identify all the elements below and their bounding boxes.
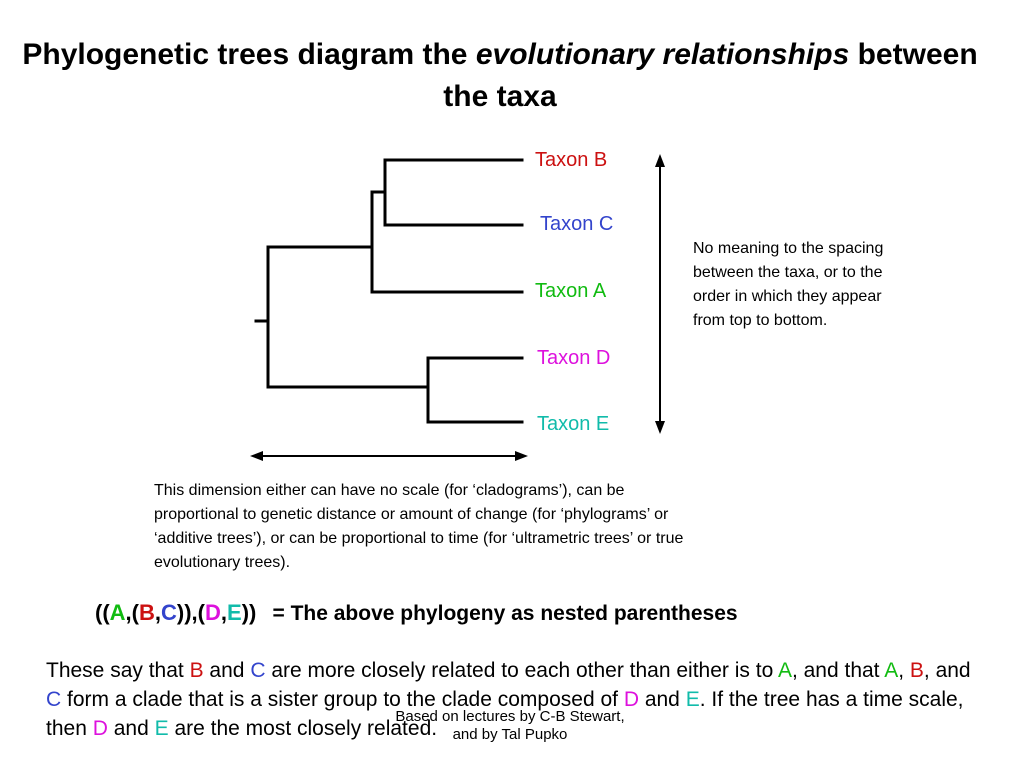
para-text: These say that [46, 659, 190, 682]
newick-a: A [109, 600, 126, 625]
newick-sep2: , [154, 600, 162, 625]
para-c: C [46, 688, 62, 711]
vertical-double-arrow [655, 154, 665, 434]
newick-sep4: , [220, 600, 228, 625]
credit-note: Based on lectures by C-B Stewart, and by… [340, 708, 680, 744]
newick-open: (( [95, 600, 110, 625]
para-text: , and that [791, 659, 885, 682]
para-text: and [203, 659, 251, 682]
para-e: E [154, 717, 169, 740]
para-d: D [623, 688, 639, 711]
newick-sep1: ,( [125, 600, 139, 625]
para-b: B [189, 659, 204, 682]
newick-c: C [161, 600, 177, 625]
taxon-c-label: Taxon C [540, 213, 614, 235]
title-part2: between the taxa [443, 38, 978, 113]
para-text: are more closely related to each other t… [265, 659, 778, 682]
newick-close: )) [241, 600, 257, 625]
para-b: B [909, 659, 924, 682]
taxon-e-label: Taxon E [537, 413, 610, 435]
horizontal-double-arrow [250, 451, 528, 461]
para-text: and [107, 717, 155, 740]
taxon-d-label: Taxon D [537, 347, 611, 369]
para-a: A [884, 659, 899, 682]
para-c: C [250, 659, 266, 682]
para-text: form a clade that is a sister group to t… [61, 688, 624, 711]
para-text: . If the tree has a time scale, then [46, 688, 964, 740]
newick-sep3: )),( [176, 600, 205, 625]
slide-title: Phylogenetic trees diagram the evolution… [0, 34, 1000, 118]
credit-line-1: Based on lectures by C-B Stewart, [395, 708, 625, 725]
para-a: A [777, 659, 792, 682]
newick-d: D [205, 600, 221, 625]
title-italic: evolutionary relationships [475, 38, 850, 71]
dimension-note: This dimension either can have no scale … [154, 482, 684, 571]
newick-notation: ((A,(B,C)),(D,E)) = The above phylogeny … [95, 600, 738, 626]
credit-line-2: and by Tal Pupko [452, 726, 568, 743]
explanation-paragraph: These say that B and C are more closely … [46, 656, 986, 743]
taxon-b-label: Taxon B [535, 149, 608, 171]
newick-e: E [227, 600, 242, 625]
newick-b: B [139, 600, 155, 625]
taxon-a-label: Taxon A [535, 280, 607, 302]
para-text: , [898, 659, 910, 682]
para-text: , and [923, 659, 971, 682]
para-d: D [92, 717, 108, 740]
spacing-note: No meaning to the spacing between the ta… [693, 240, 884, 329]
newick-description: = The above phylogeny as nested parenthe… [272, 602, 738, 625]
para-text: are the most closely related. [168, 717, 438, 740]
title-part1: Phylogenetic trees diagram the [22, 38, 468, 71]
para-text: and [638, 688, 686, 711]
para-e: E [685, 688, 700, 711]
